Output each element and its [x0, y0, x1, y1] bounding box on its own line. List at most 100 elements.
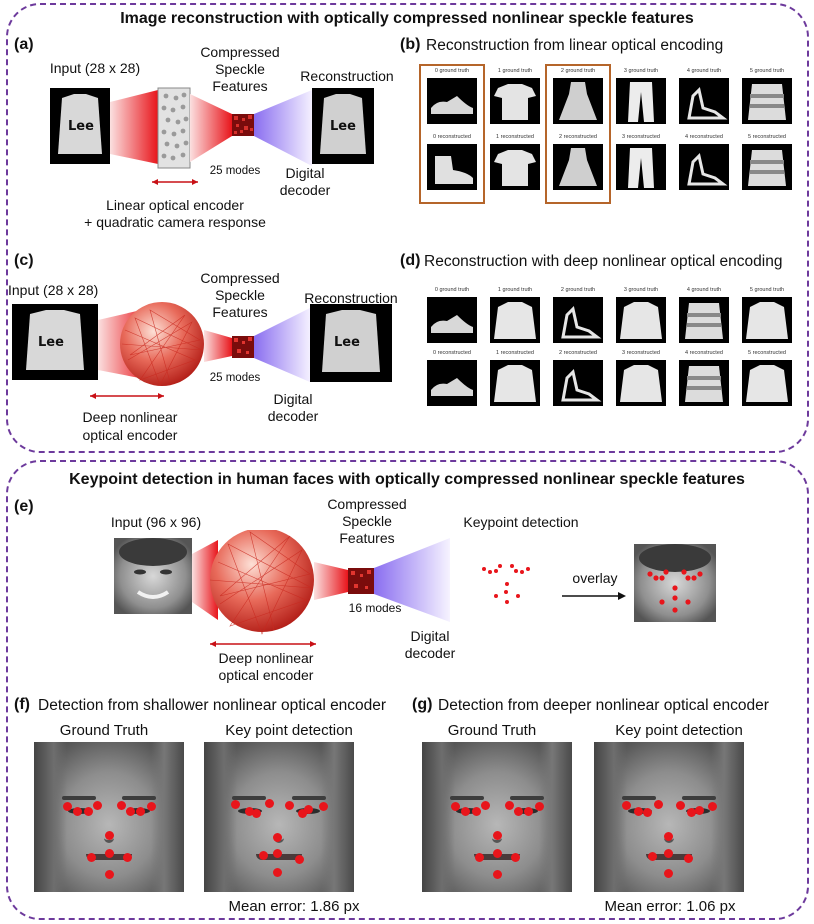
- keypoint-marker: [492, 848, 502, 858]
- panel_d-caption-bottom-3: 3 reconstructed: [622, 350, 660, 356]
- keypoint-marker: [480, 800, 490, 810]
- panel-a-decoder-beam: [254, 90, 312, 166]
- panel_d-thumbnail-rec-5: [742, 360, 792, 406]
- panel_b-thumbnail-rec-1: [490, 144, 540, 190]
- panel-f-detection-face: [204, 742, 354, 892]
- panel_d-thumbnail-rec-2: [553, 360, 603, 406]
- panel_d-caption-bottom-0: 0 reconstructed: [433, 350, 471, 356]
- keypoint-marker: [663, 848, 673, 858]
- panel-f-ground-truth-face: [34, 742, 184, 892]
- keypoint-marker: [62, 802, 72, 811]
- keypoint-marker: [318, 802, 328, 811]
- keypoint-marker: [513, 806, 523, 816]
- keypoint-marker: [647, 852, 657, 861]
- panel-e-keypoints: [482, 564, 530, 604]
- keypoint-marker: [297, 808, 307, 818]
- keypoint-marker: [634, 806, 643, 816]
- panel-c-input-label: Input (28 x 28): [8, 282, 99, 298]
- panel-e-pipeline-diagram: [114, 530, 716, 647]
- panel_d-thumbnail-rec-3: [616, 360, 666, 406]
- keypoint-marker: [272, 848, 282, 858]
- panel_b-caption-bottom-3: 3 reconstructed: [622, 134, 660, 140]
- panel-a-label: (a): [14, 36, 34, 53]
- keypoint-marker: [474, 853, 484, 862]
- panel-g-ground-truth-face: [422, 742, 572, 892]
- panel_d-caption-top-3: 3 ground truth: [623, 287, 659, 293]
- panel-c-decoder-label-1: Digital: [273, 391, 313, 407]
- keypoint-marker: [524, 806, 533, 816]
- panel-f-ground-truth-label: Ground Truth: [59, 722, 149, 739]
- keypoint-marker: [146, 802, 156, 811]
- panel-a-modes-label: 25 modes: [209, 165, 261, 177]
- panel_d-caption-bottom-2: 2 reconstructed: [559, 350, 597, 356]
- keypoint-marker: [284, 800, 294, 810]
- panel-g-detection-label: Key point detection: [615, 722, 743, 739]
- panel-e-decoder-label-1: Digital: [410, 628, 450, 644]
- panel_b-thumbnail-gt-5: [742, 78, 792, 124]
- panel-e-features-label-1: Compressed: [327, 496, 407, 512]
- keypoint-marker: [686, 807, 696, 817]
- keypoint-marker: [125, 806, 135, 816]
- panel_d-caption-bottom-5: 5 reconstructed: [748, 350, 786, 356]
- panel-g-detection-face: [594, 742, 744, 892]
- keypoint-marker: [534, 802, 544, 811]
- panel-g-ground-truth-label: Ground Truth: [447, 722, 537, 739]
- panel-b-label: (b): [400, 36, 421, 53]
- panel-c-decoder-label-2: decoder: [267, 408, 319, 424]
- keypoint-marker: [83, 806, 93, 816]
- keypoint-marker: [675, 800, 685, 810]
- panel_b-thumbnail-gt-1: [490, 78, 540, 124]
- keypoint-marker: [663, 831, 673, 841]
- panel-a-input-label: Input (28 x 28): [49, 60, 141, 76]
- panel-e-features-label-3: Features: [339, 530, 395, 546]
- panel-b-highlight-2: [545, 64, 611, 204]
- panel_d-caption-top-1: 1 ground truth: [497, 287, 533, 293]
- panel-c-pipeline-diagram: Lee Lee: [12, 302, 392, 399]
- panel_b-thumbnail-rec-3: [616, 144, 666, 190]
- panel_b-caption-bottom-2: 2 reconstructed: [559, 134, 597, 140]
- panel-e-overlay-label: overlay: [572, 570, 618, 586]
- bottom-section-heading: Keypoint detection in human faces with o…: [69, 471, 745, 488]
- keypoint-marker: [92, 800, 102, 810]
- panel_b-thumbnail-rec-2: [553, 144, 603, 190]
- panel-c-encoder-label-2: optical encoder: [82, 427, 178, 443]
- keypoint-marker: [707, 802, 717, 811]
- keypoint-marker: [695, 805, 704, 815]
- panel-d-label: (d): [400, 252, 421, 269]
- keypoint-marker: [272, 867, 282, 877]
- panel_b-thumbnail-rec-0: [427, 144, 477, 190]
- panel_d-thumbnail-gt-0: [427, 297, 477, 343]
- keypoint-marker: [304, 804, 313, 814]
- panel-a-pipeline-diagram: Lee Lee: [50, 87, 374, 185]
- panel-f-detection-label: Key point detection: [225, 722, 353, 739]
- panel_d-thumbnail-gt-5: [742, 297, 792, 343]
- panel_b-caption-top-0: 0 ground truth: [434, 68, 470, 74]
- keypoint-marker: [122, 853, 132, 862]
- panel-d-title: Reconstruction with deep nonlinear optic…: [424, 253, 783, 270]
- panel_b-thumbnail-rec-4: [679, 144, 729, 190]
- panel_b-thumbnail-gt-2: [553, 78, 603, 124]
- panel_b-thumbnail-gt-0: [427, 78, 477, 124]
- panel_d-thumbnail-rec-0: [427, 360, 477, 406]
- keypoint-marker: [461, 806, 470, 816]
- panel_d-caption-bottom-4: 4 reconstructed: [685, 350, 723, 356]
- panel_d-caption-top-4: 4 ground truth: [686, 287, 722, 293]
- top-section-frame: [6, 3, 809, 453]
- keypoint-marker: [471, 806, 481, 816]
- keypoint-marker: [258, 851, 268, 860]
- panel-c-nonlinear-encoder-sphere: [120, 302, 204, 386]
- keypoint-marker: [504, 800, 514, 810]
- panel_b-caption-bottom-5: 5 reconstructed: [748, 134, 786, 140]
- panel_d-thumbnail-rec-1: [490, 360, 540, 406]
- panel-a-decoder-label-2: decoder: [279, 182, 331, 198]
- svg-text:Lee: Lee: [334, 335, 360, 350]
- bottom-section-frame: [6, 460, 809, 920]
- panel_b-caption-top-5: 5 ground truth: [749, 68, 785, 74]
- keypoint-marker: [264, 798, 274, 808]
- panel_b-caption-top-2: 2 ground truth: [560, 68, 596, 74]
- keypoint-marker: [621, 801, 631, 810]
- panel_d-thumbnail-gt-3: [616, 297, 666, 343]
- panel-a-encoder-label-1: Linear optical encoder: [106, 197, 244, 213]
- keypoint-marker: [653, 799, 663, 809]
- panel_b-caption-bottom-4: 4 reconstructed: [685, 134, 723, 140]
